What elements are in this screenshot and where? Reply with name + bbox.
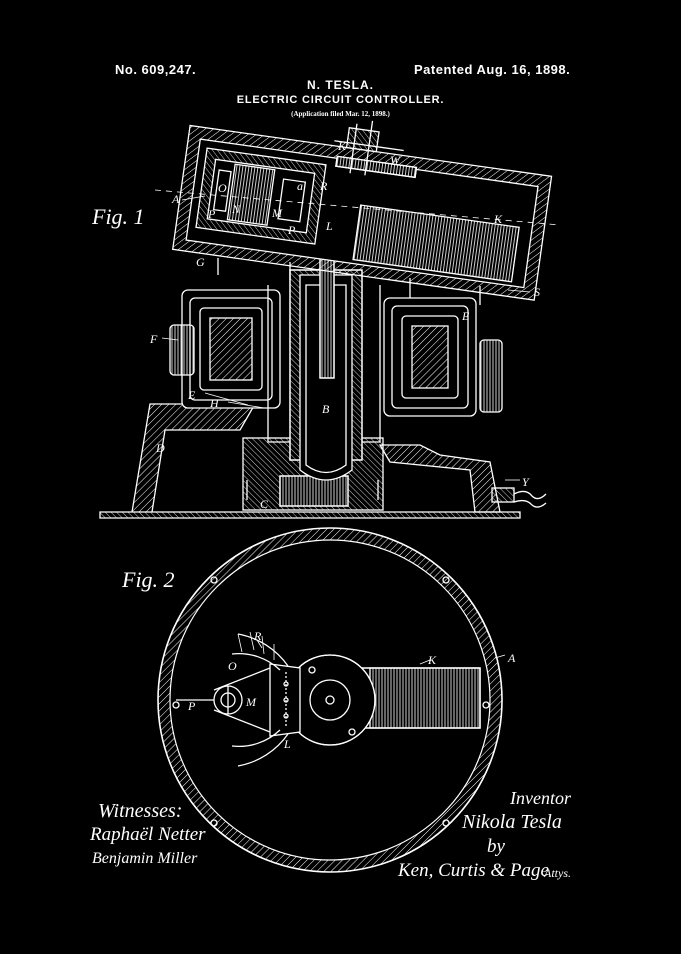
fig1-letter-f: F	[149, 332, 158, 346]
fig1-letter-n: N	[231, 202, 241, 216]
plate-k	[352, 204, 520, 283]
fig2-letter-a: A	[507, 651, 516, 665]
fig1-letter-p2: P	[287, 223, 296, 237]
fig2-drawing	[157, 527, 506, 873]
fig1-letter-l: L	[325, 219, 333, 233]
fig1-letter-b: B	[322, 402, 330, 416]
base-plate	[99, 511, 521, 519]
fig2-label: Fig. 2	[122, 567, 175, 592]
inventor-name: N. TESLA.	[306, 78, 374, 92]
housing-d	[131, 403, 257, 513]
inventor-label: Inventor	[510, 788, 571, 808]
attorney-signature: Ken, Curtis & Page	[398, 860, 549, 881]
fig1-letter-c: C	[260, 497, 269, 511]
fig1-letter-m: M	[271, 206, 283, 220]
fig2-letters: A K L M O P R	[187, 629, 516, 751]
fig1-letter-g: G	[196, 255, 205, 269]
fig2-letter-m: M	[245, 695, 257, 709]
patent-title: ELECTRIC CIRCUIT CONTROLLER.	[236, 94, 445, 106]
patent-number: No. 609,247.	[115, 62, 197, 77]
witness-signature-1: Raphaël Netter	[90, 824, 206, 845]
fig1-letter-y: Y	[522, 475, 530, 489]
arc-r	[237, 633, 289, 667]
patent-date: Patented Aug. 16, 1898.	[414, 62, 571, 77]
fig1-letter-p: P	[207, 207, 216, 221]
fig1-letter-k2: K	[493, 212, 503, 226]
fig1-letter-k: K	[337, 139, 347, 153]
fig1-label: Fig. 1	[92, 204, 145, 229]
fig2-letter-k: K	[427, 653, 437, 667]
fig1-letters: A B C D E E F G H K K L M N O P P R S W …	[149, 139, 540, 511]
fig2-letter-p: P	[187, 699, 196, 713]
fig1-letter-h: H	[209, 396, 220, 410]
fig1-letter-r: R	[319, 179, 328, 193]
inventor-signature: Nikola Tesla	[462, 811, 562, 833]
fig1-letter-s: S	[534, 285, 540, 299]
fig1-letter-a-lower: a	[297, 179, 303, 193]
fig1-letter-d: D	[155, 441, 165, 455]
fig2-letter-l: L	[283, 737, 291, 751]
fig1-letter-e2: E	[461, 309, 470, 323]
application-date: (Application filed Mar. 12, 1898.)	[291, 110, 390, 118]
fig1-letter-a-upper: A	[171, 192, 180, 206]
attys-label: Attys.	[544, 866, 571, 880]
witness-signature-2: Benjamin Miller	[92, 850, 198, 867]
fig1-letter-w: W	[390, 153, 401, 167]
fig2-letter-r: R	[253, 629, 262, 643]
fig1-letter-e: E	[187, 388, 196, 402]
witnesses-label: Witnesses:	[98, 800, 183, 822]
fig2-letter-o: O	[228, 659, 237, 673]
housing-right	[378, 444, 501, 513]
terminal-y	[491, 487, 515, 503]
by-label: by	[487, 836, 505, 857]
fig1-drawing	[99, 120, 561, 519]
fig1-letter-o: O	[218, 181, 227, 195]
